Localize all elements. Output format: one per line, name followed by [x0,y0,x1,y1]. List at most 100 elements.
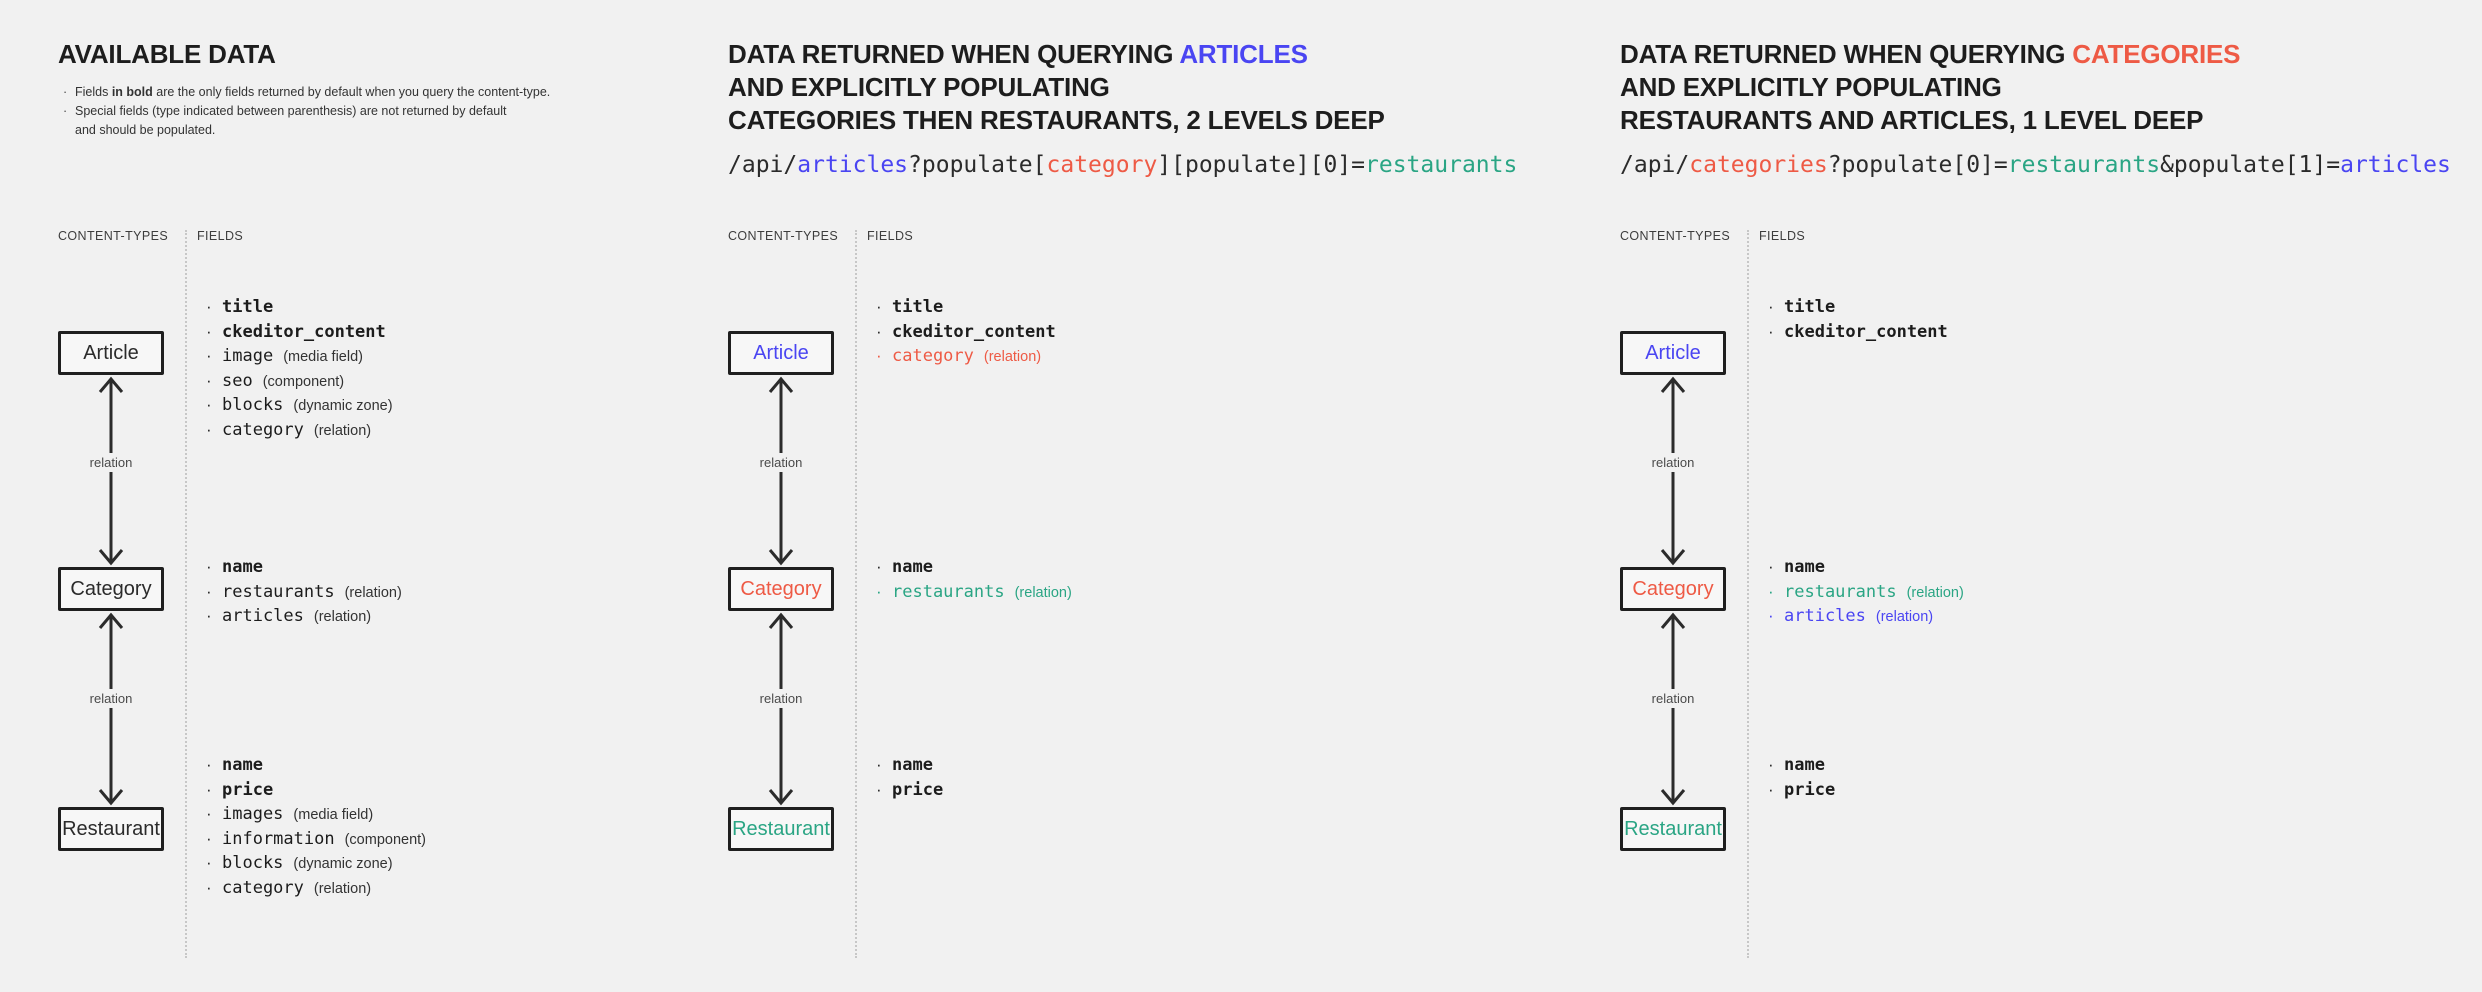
field-item: ·ckeditor_content [876,320,1056,345]
content-type-box-restaurant: Restaurant [1620,807,1726,851]
field-item: ·name [206,555,402,580]
field-item: ·category(relation) [876,344,1056,369]
api-query-code: /api/categories?populate[0]=restaurants&… [1620,150,2451,180]
text-segment: Fields [75,85,112,99]
field-item: · name [1768,555,1964,580]
field-type: (relation) [313,422,372,439]
bullet-icon: · [1768,557,1774,576]
content-type-box-restaurant: Restaurant [58,807,164,851]
field-name: articles [1784,606,1866,626]
field-type: (relation) [983,349,1042,365]
relation-arrow-icon [98,612,124,806]
bullet-icon: · [876,779,882,799]
field-name: name [1784,557,1825,577]
field-item: · information (component) [206,827,426,852]
field-item: ·title [1768,295,1948,320]
content-type-box-category: Category [1620,567,1726,611]
title-line: DATA RETURNED WHEN QUERYING CATEGORIES [1620,38,2240,71]
bullet-icon: · [1768,321,1774,341]
highlight-text: restaurants [1365,152,1518,178]
text-segment: &populate[1]= [2160,152,2341,178]
text-segment: DATA RETURNED WHEN QUERYING [728,39,1180,69]
bullet-icon: · [206,606,212,625]
content-types-label: CONTENT-TYPES [58,229,169,243]
fields-list-restaurant: ·name·price [1768,753,1835,802]
content-type-box-article: Article [1620,331,1726,375]
bullet-icon: · [1768,779,1774,799]
field-name: price [222,779,274,800]
relation-arrow-icon [1660,612,1686,806]
field-item: ·name [876,555,1072,580]
field-item: ·ckeditor_content [1768,320,1948,345]
bullet-icon: · [206,370,212,390]
bullet-icon: · [206,321,212,341]
bullet-icon: · [206,853,212,872]
content-type-label: Category [70,577,152,600]
field-name: images [222,804,284,824]
relation-label: relation [66,453,156,472]
field-type: (dynamic zone) [293,856,393,872]
note-text: and should be populated. [75,121,215,140]
note-row: · Special fields (type indicated between … [63,102,623,121]
fields-list-category: ·name·restaurants(relation)·articles(rel… [1768,555,1964,629]
field-name: category [222,419,304,440]
field-type: (relation) [1875,609,1934,625]
field-item: ·restaurants(relation) [1768,580,1964,605]
content-type-label: Restaurant [732,817,830,840]
field-name: title [892,297,944,317]
field-type: (relation) [1014,584,1072,601]
field-item: ·restaurants(relation) [876,580,1072,605]
fields-label: FIELDS [867,229,914,243]
bullet-icon: · [63,104,68,118]
field-name: name [1784,755,1825,775]
field-item: ·restaurants(relation) [206,580,402,605]
content-type-box-category: Category [58,567,164,611]
field-item: · title [206,295,393,320]
note-text: Special fields (type indicated between p… [75,102,507,121]
bullet-icon: · [206,755,212,774]
relation-label: relation [736,453,826,472]
field-type: (dynamic zone) [293,398,393,414]
text-segment: ?populate[ [908,152,1047,178]
text-segment: AVAILABLE DATA [58,39,276,69]
text-segment: /api/ [1620,152,1690,178]
fields-list-article: ·title·ckeditor_content [1768,295,1948,344]
bullet-icon: · [1768,581,1774,601]
highlight-text: articles [2340,152,2451,178]
field-type: (relation) [1906,584,1964,601]
bullet-icon: · [206,346,212,365]
field-item: ·category(relation) [206,876,426,901]
field-item: · price [206,778,426,803]
text-segment: /api/ [728,152,798,178]
text-segment: CATEGORIES THEN RESTAURANTS, 2 LEVELS DE… [728,105,1385,135]
field-item: ·articles(relation) [206,604,402,629]
field-item: ·name [206,753,426,778]
bullet-icon: · [1768,755,1774,774]
section-title: DATA RETURNED WHEN QUERYING CATEGORIES A… [1620,38,2240,137]
field-name: seo [222,370,253,391]
bullet-icon: · [206,779,212,799]
content-type-label: Category [1632,577,1714,600]
bullet-icon: · [206,828,212,848]
field-type: (relation) [344,584,402,601]
note-row: and should be populated. [63,121,623,140]
bullet-icon: · [876,557,882,576]
note-row: ·Fields in bold are the only fields retu… [63,83,623,102]
text-segment: in bold [111,85,153,99]
field-name: information [222,828,335,849]
fields-label: FIELDS [197,229,244,243]
highlight-text: category [1046,152,1158,178]
field-name: title [222,297,274,317]
field-name: blocks [222,853,284,873]
field-type: (component) [344,831,426,848]
bullet-icon: · [206,297,212,316]
bullet-icon: · [876,581,882,601]
highlight-text: articles [797,152,909,178]
field-type: (relation) [313,609,372,625]
field-name: ckeditor_content [222,321,386,342]
title-line: AND EXPLICITLY POPULATING [728,71,1385,104]
highlight-text: CATEGORIES [2072,39,2241,69]
text-segment: RESTAURANTS AND ARTICLES, 1 LEVEL DEEP [1620,105,2204,135]
field-name: ckeditor_content [892,321,1056,342]
